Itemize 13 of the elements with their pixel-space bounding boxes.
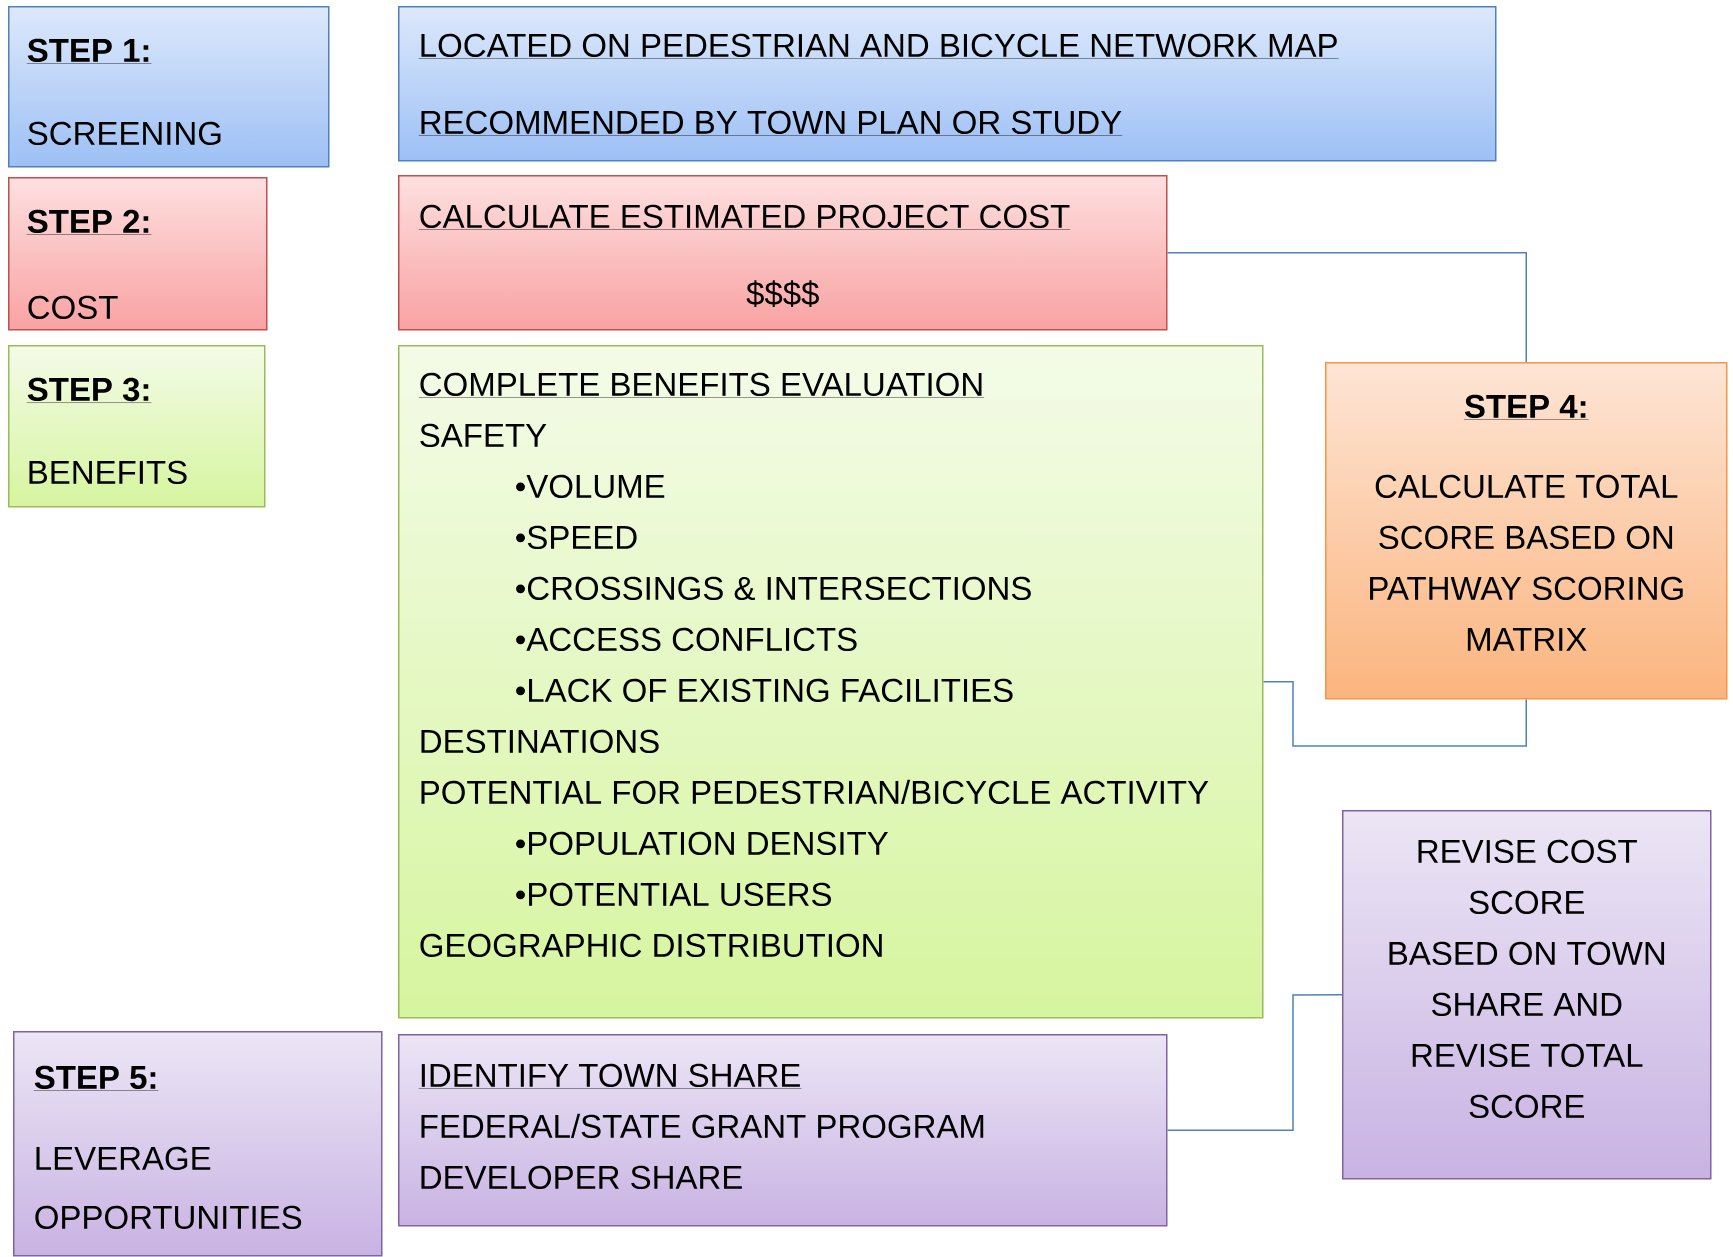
step-box: STEP 4: CALCULATE TOTAL SCORE BASED ON PATHWAY SCORING MATRIX	[1325, 362, 1728, 700]
process-box: IDENTIFY TOWN SHARE FEDERAL/STATE GRANT PROGRAM DEVELOPER SHARE	[398, 1034, 1168, 1227]
process-box: COMPLETE BENEFITS EVALUATION SAFETY •VOLUME •SPEED •CROSSINGS & INTERSECTIONS •ACCESS CONFLICTS •LACK OF EXISTING FACILITIES DESTINATIONS POTENTIAL FOR PEDESTRIAN/BICYCLE ACTIVITY •POPULATION DENSITY •POTENTIAL USERS GEOGRAPHIC DISTRIBUTION	[398, 345, 1264, 1019]
process-box: LOCATED ON PEDESTRIAN AND BICYCLE NETWORK MAP RECOMMENDED BY TOWN PLAN OR STUDY	[398, 6, 1497, 162]
process-box: REVISE COST SCORE BASED ON TOWN SHARE AND REVISE TOTAL SCORE	[1342, 810, 1712, 1180]
connector-line	[1166, 252, 1527, 363]
process-box: CALCULATE ESTIMATED PROJECT COST $$$$	[398, 175, 1168, 331]
step-box: STEP 5: LEVERAGE OPPORTUNITIES	[13, 1031, 383, 1257]
step-box: STEP 1: SCREENING	[8, 6, 330, 168]
connector-line	[1262, 681, 1527, 747]
step-box: STEP 2: COST	[8, 177, 268, 331]
step-box: STEP 3: BENEFITS	[8, 345, 266, 508]
connector-line	[1166, 994, 1343, 1131]
